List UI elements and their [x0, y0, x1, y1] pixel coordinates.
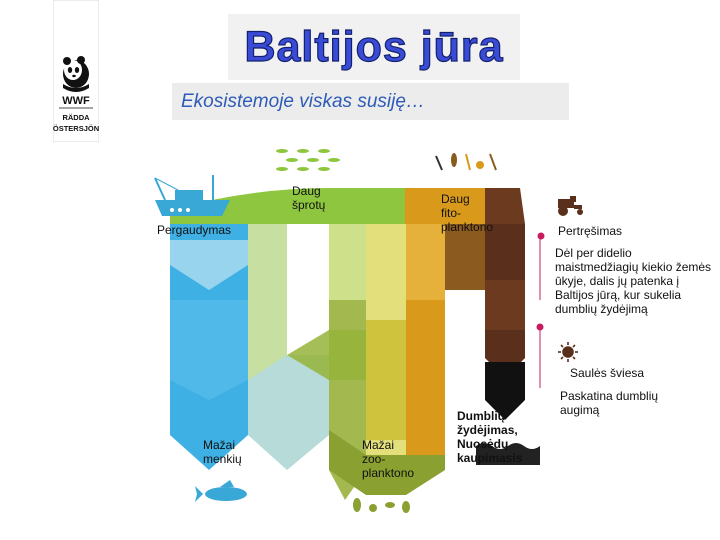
label-saules-sviesa: Saulės šviesa: [570, 366, 645, 380]
page-subtitle: Ekosistemoje viskas susiję…: [181, 90, 425, 112]
wwf-brand-text: WWF: [62, 95, 90, 107]
wwf-logo: WWF RÄDDA ÖSTERSJÖN: [52, 0, 100, 143]
label-mazai-menkiu: Mažai menkių: [203, 438, 242, 466]
phytoplankton-icon: [435, 153, 497, 171]
teal-band: [248, 355, 329, 470]
label-daug-sprotu: Daug šprotų: [292, 184, 326, 212]
sun-icon: [558, 342, 578, 362]
fishing-boat-icon: [154, 175, 230, 216]
page-title: Baltijos jūra: [244, 22, 504, 71]
blue-column-light-band: [170, 300, 248, 400]
wwf-caption-line1: RÄDDA: [62, 113, 90, 122]
title-box: Baltijos jūra: [228, 14, 520, 80]
olive-green-band: [287, 330, 366, 380]
label-pertresimas: Pertręšimas: [558, 224, 623, 238]
orange-column-light: [406, 224, 445, 300]
label-pertresimas-desc: Dėl per didelio maistmedžiagių kiekio že…: [555, 246, 712, 316]
black-chevron: [485, 362, 525, 420]
green-top-band: [170, 188, 405, 224]
label-saules-desc: Paskatina dumblių augimą: [560, 389, 659, 417]
brown-orange-joint: [445, 224, 485, 290]
label-daug-fitoplanktono: Daug fito-planktono: [441, 192, 494, 234]
sprat-school-icon: [276, 149, 340, 171]
sediment-icon: [476, 443, 540, 465]
wwf-caption-line2: ÖSTERSJÖN: [53, 124, 99, 133]
label-dumbliu-zydejimas: Dumblių žydėjimas, Nuosėdų kaupimasis: [457, 409, 523, 465]
dot-pertresimas: [537, 232, 545, 240]
label-pergaudymas: Pergaudymas: [157, 223, 232, 237]
subtitle-box: Ekosistemoje viskas susiję…: [172, 83, 569, 120]
brown-column-mid: [485, 280, 525, 330]
yellow-lower: [366, 320, 406, 440]
brown-top-corner: [485, 188, 525, 224]
blue-column-highlight: [170, 240, 248, 290]
zooplankton-icon: [353, 498, 410, 513]
cod-icon: [195, 480, 247, 502]
olive-column-light: [329, 224, 366, 300]
light-green-column: [248, 224, 287, 380]
panda-logo-icon: WWF RÄDDA ÖSTERSJÖN: [52, 0, 100, 143]
bottom-u-band: [329, 430, 445, 495]
tractor-icon: [558, 196, 583, 216]
label-mazai-zooplanktono: Mažai zoo-planktono: [362, 438, 415, 480]
